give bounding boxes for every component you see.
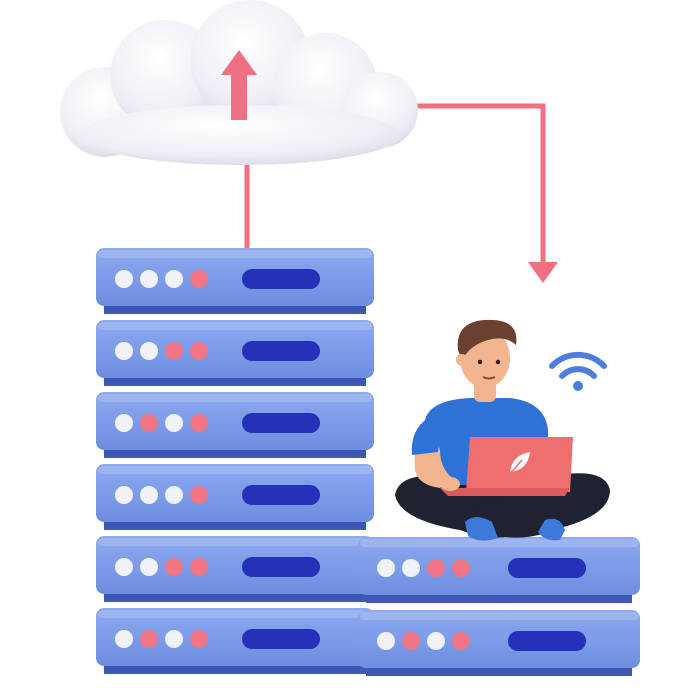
- server-unit: [96, 248, 374, 314]
- status-led: [140, 414, 158, 432]
- status-led: [140, 486, 158, 504]
- status-led: [115, 270, 133, 288]
- server-unit: [96, 320, 374, 386]
- status-led: [165, 558, 183, 576]
- status-led: [190, 414, 208, 432]
- status-led: [165, 630, 183, 648]
- left-shoe: [465, 517, 498, 541]
- server-unit: [358, 537, 640, 603]
- server-unit: [96, 536, 374, 602]
- status-led: [190, 486, 208, 504]
- status-led: [140, 342, 158, 360]
- status-led: [140, 270, 158, 288]
- drive-slot: [242, 413, 320, 433]
- server-face: [96, 536, 374, 594]
- status-led: [165, 486, 183, 504]
- status-led: [115, 486, 133, 504]
- server-face: [96, 608, 374, 666]
- server-unit: [96, 608, 374, 674]
- status-led: [165, 414, 183, 432]
- status-led: [140, 630, 158, 648]
- drive-slot: [242, 269, 320, 289]
- status-led: [190, 558, 208, 576]
- drive-slot: [508, 558, 586, 578]
- server-face: [96, 392, 374, 450]
- laptop-icon: [440, 437, 573, 496]
- status-led: [190, 270, 208, 288]
- wifi-icon: [549, 351, 607, 391]
- upload-arrow-icon: [221, 50, 257, 120]
- status-led: [190, 630, 208, 648]
- drive-slot: [242, 557, 320, 577]
- status-led: [402, 559, 420, 577]
- status-led: [427, 632, 445, 650]
- server-unit: [96, 392, 374, 458]
- leaf-logo-icon: [507, 452, 530, 477]
- left-sleeve: [411, 418, 445, 455]
- status-led: [402, 632, 420, 650]
- status-led: [452, 559, 470, 577]
- person-figure: [395, 319, 610, 541]
- download-connector-line: [412, 103, 546, 262]
- status-led: [377, 559, 395, 577]
- right-shoe: [538, 518, 565, 541]
- status-led: [452, 632, 470, 650]
- server-face: [96, 248, 374, 306]
- status-led: [377, 632, 395, 650]
- connector-lines: [244, 103, 558, 283]
- drive-slot: [242, 629, 320, 649]
- drive-slot: [242, 485, 320, 505]
- status-led: [115, 414, 133, 432]
- ear: [456, 354, 468, 366]
- status-led: [115, 558, 133, 576]
- status-led: [140, 558, 158, 576]
- server-face: [96, 464, 374, 522]
- right-leg: [473, 473, 610, 538]
- status-led: [165, 342, 183, 360]
- server-face: [358, 610, 640, 668]
- right-server-stack: [358, 537, 640, 676]
- status-led: [427, 559, 445, 577]
- server-face: [96, 320, 374, 378]
- drive-slot: [508, 631, 586, 651]
- status-led: [190, 342, 208, 360]
- hair: [457, 319, 517, 360]
- download-arrow-icon: [528, 262, 558, 283]
- status-led: [165, 270, 183, 288]
- status-led: [115, 342, 133, 360]
- left-server-stack: [96, 248, 374, 674]
- server-face: [358, 537, 640, 595]
- status-led: [115, 630, 133, 648]
- hand: [440, 477, 460, 491]
- server-unit: [96, 464, 374, 530]
- server-unit: [358, 610, 640, 676]
- drive-slot: [242, 341, 320, 361]
